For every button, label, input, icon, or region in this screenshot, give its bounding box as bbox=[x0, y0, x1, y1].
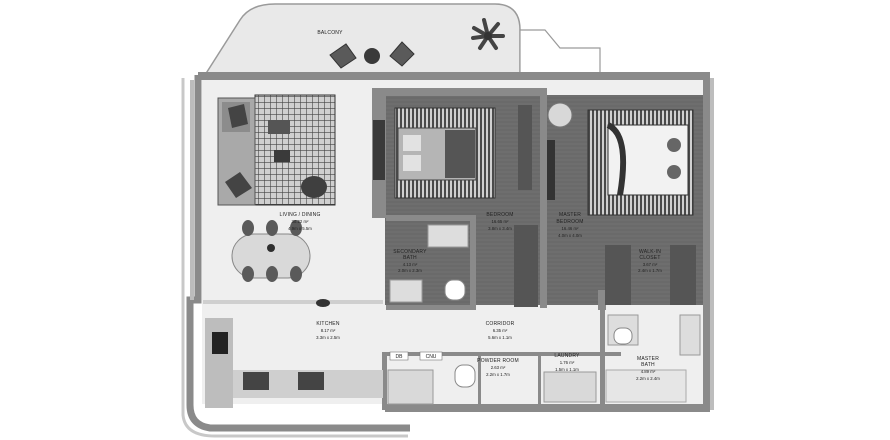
balcony-chair-right bbox=[389, 41, 415, 67]
master-bedroom-label: MASTER bbox=[559, 212, 581, 218]
laundry-label: LAUNDRY bbox=[554, 353, 580, 359]
cnu-box: CNU bbox=[419, 351, 443, 361]
coffee-table bbox=[268, 120, 290, 162]
master-bedroom-dims: 4.0m x 4.0m bbox=[558, 233, 582, 238]
bedroom-wardrobe bbox=[373, 120, 385, 180]
corridor-label: CORRIDOR bbox=[486, 321, 515, 327]
palm-plant-icon bbox=[471, 18, 505, 50]
powder-room-fixtures bbox=[387, 364, 476, 405]
master-bath-area: 4.89 m² bbox=[641, 369, 656, 374]
bedroom-desk bbox=[518, 105, 532, 190]
master-bedroom-area: 16.46 m² bbox=[562, 226, 580, 231]
labels: BALCONY LIVING / DINING 30.22 m² 4.9m x … bbox=[279, 30, 662, 381]
closet-dims: 2.4m x 1.7m bbox=[638, 268, 662, 273]
laundry-fixtures bbox=[543, 371, 597, 403]
master-bath-label-2: BATH bbox=[641, 362, 655, 368]
master-bed bbox=[606, 122, 689, 196]
closet-wardrobes bbox=[514, 225, 696, 307]
db-tag: DB bbox=[396, 354, 404, 360]
powder-room-label: POWDER ROOM bbox=[477, 358, 519, 364]
bedroom-dims: 3.8m x 3.4m bbox=[488, 226, 512, 231]
corridor-dims: 5.6m x 1.1m bbox=[488, 335, 512, 340]
master-dresser bbox=[547, 140, 555, 200]
closet-area: 3.67 m² bbox=[643, 262, 658, 267]
exterior-walls bbox=[181, 72, 714, 438]
bedroom-bed bbox=[397, 127, 477, 181]
living-label: LIVING / DINING bbox=[279, 212, 320, 218]
secondary-bath-area: 4.13 m² bbox=[403, 262, 418, 267]
living-dims: 4.9m x 5.5m bbox=[288, 226, 312, 231]
closet-label: WALK-IN bbox=[639, 249, 661, 255]
master-side-table bbox=[547, 102, 573, 128]
kitchen-label: KITCHEN bbox=[316, 321, 340, 327]
master-bath-label: MASTER bbox=[637, 356, 659, 362]
balcony-label: BALCONY bbox=[317, 30, 343, 36]
laundry-area: 1.76 m² bbox=[560, 360, 575, 365]
powder-room-area: 2.63 m² bbox=[491, 365, 506, 370]
kitchen-dims: 3.3m x 2.5m bbox=[316, 335, 340, 340]
master-bath-fixtures bbox=[605, 314, 701, 403]
armchair bbox=[301, 176, 327, 198]
robot-vacuum bbox=[316, 299, 330, 307]
powder-room-dims: 2.2m x 1.7m bbox=[486, 372, 510, 377]
cnu-tag: CNU bbox=[426, 354, 437, 360]
balcony-area bbox=[203, 3, 601, 76]
balcony-table bbox=[364, 48, 380, 64]
secondary-bath-label-2: BATH bbox=[403, 255, 417, 261]
master-bath-dims: 2.2m x 2.4m bbox=[636, 376, 660, 381]
dining-table bbox=[231, 220, 311, 282]
secondary-bath-dims: 2.0m x 2.3m bbox=[398, 268, 422, 273]
secondary-bath-fixtures bbox=[389, 224, 469, 303]
secondary-bath-label: SECONDARY bbox=[393, 249, 427, 255]
balcony-chair-left bbox=[329, 43, 357, 69]
corridor-area: 6.35 m² bbox=[493, 328, 508, 333]
bedroom-area: 16.65 m² bbox=[492, 219, 510, 224]
bedroom-label: BEDROOM bbox=[486, 212, 513, 218]
kitchen-area: 8.17 m² bbox=[321, 328, 336, 333]
closet-label-2: CLOSET bbox=[639, 255, 660, 261]
master-bedroom-label-2: BEDROOM bbox=[556, 219, 583, 225]
kitchen-counters bbox=[205, 318, 383, 408]
laundry-dims: 1.5m x 1.1m bbox=[555, 367, 579, 372]
living-sofa bbox=[217, 97, 256, 206]
db-box: DB bbox=[389, 351, 409, 361]
living-area: 30.22 m² bbox=[292, 219, 310, 224]
